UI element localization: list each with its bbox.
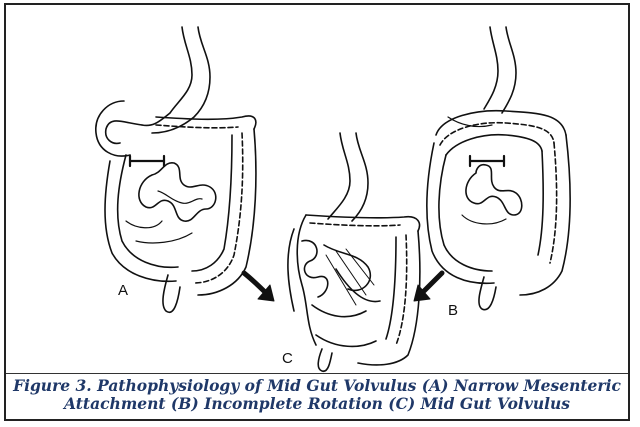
figure-caption: Figure 3. Pathophysiology of Mid Gut Vol… <box>6 377 628 413</box>
panel-c-intestine-drawing <box>288 133 420 371</box>
figure-illustration: A B C <box>6 5 628 373</box>
panel-a-intestine-drawing <box>96 27 256 312</box>
left-arrow <box>244 273 274 301</box>
right-arrow <box>414 273 442 301</box>
figure-frame: A B C Figure 3. Pathophysiology of Mid G… <box>4 3 630 421</box>
panel-label-c: C <box>282 350 293 367</box>
panel-b-intestine-drawing <box>427 27 570 310</box>
caption-line-1: Figure 3. Pathophysiology of Mid Gut Vol… <box>6 377 628 395</box>
panel-label-b: B <box>448 302 458 319</box>
caption-divider <box>6 373 628 374</box>
caption-line-2: Attachment (B) Incomplete Rotation (C) M… <box>6 395 628 413</box>
panel-label-a: A <box>118 282 128 299</box>
